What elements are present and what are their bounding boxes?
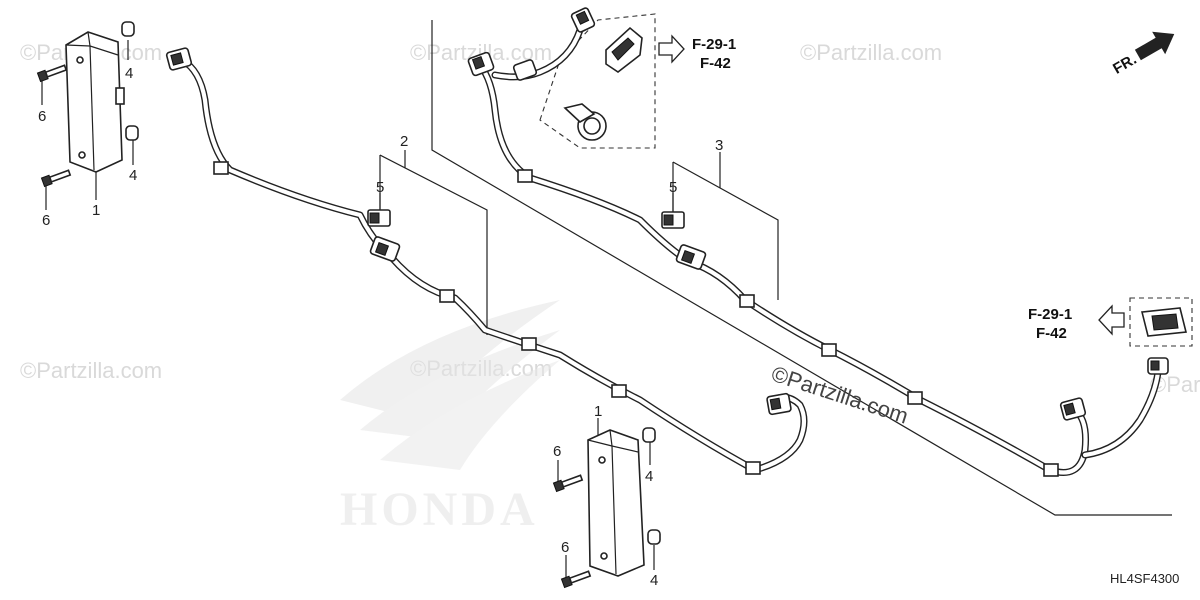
harness-clip (739, 294, 755, 308)
arrow-right-icon (658, 34, 685, 64)
logo-text: HONDA (340, 483, 539, 536)
watermark-text: ©Partzilla.com (800, 40, 942, 65)
lamp-tab (115, 87, 125, 105)
callout-4: 4 (645, 468, 653, 485)
spacer-4 (121, 21, 135, 37)
leader-lines (41, 20, 1172, 580)
callout-6: 6 (561, 539, 569, 556)
lamp-body (65, 31, 123, 173)
callout-2: 2 (400, 133, 408, 150)
ref-top-line2[interactable]: F-42 (700, 55, 731, 72)
arrow-left-icon (1098, 304, 1125, 336)
bracket-2 (379, 154, 488, 335)
reference-top[interactable]: F-29-1 F-42 (658, 34, 736, 72)
callout-4: 4 (129, 167, 137, 184)
callout-5: 5 (669, 179, 677, 196)
wiring-harness-right (467, 7, 1169, 477)
screw-6 (40, 169, 72, 188)
front-direction-indicator: FR. (1110, 31, 1175, 78)
spacer-4 (647, 529, 661, 545)
harness-clip (521, 337, 537, 351)
harness-clip (213, 161, 229, 175)
spacer-4 (125, 125, 139, 141)
watermark-layer: ©Partzilla.com ©Partzilla.com ©Partzilla… (20, 40, 1200, 397)
front-label: FR. (1110, 51, 1139, 78)
callout-6: 6 (42, 212, 50, 229)
screw-6 (560, 570, 592, 589)
diagram-code: HL4SF4300 (1110, 571, 1179, 586)
harness-clip (439, 289, 455, 303)
ref-top-line1[interactable]: F-29-1 (692, 36, 736, 53)
reference-right[interactable]: F-29-1 F-42 (1028, 304, 1125, 342)
lamp-part-1-lower (587, 429, 645, 577)
switch-subassembly-parts (1141, 307, 1187, 337)
bracket-3 (672, 161, 779, 300)
lamp-part-1-upper (65, 31, 125, 173)
screw-6 (36, 64, 68, 83)
harness-clip (745, 461, 761, 475)
spacers-4 (121, 21, 661, 545)
harness-clip (517, 169, 533, 183)
wiring-harness-left (165, 47, 808, 475)
spacer-4 (642, 427, 656, 443)
ref-right-line1[interactable]: F-29-1 (1028, 306, 1072, 323)
callout-5: 5 (376, 179, 384, 196)
watermark-text: ©Partzilla.com (20, 358, 162, 383)
callout-labels: 1 1 2 3 4 4 4 4 5 5 6 6 6 6 (38, 65, 723, 589)
harness-clip (907, 391, 923, 405)
callout-6: 6 (553, 443, 561, 460)
switch-subassembly-box (1129, 297, 1193, 347)
harness-3-outline-line (431, 20, 1172, 516)
harness-clip (821, 343, 837, 357)
honda-logo-watermark: HONDA (340, 300, 560, 536)
ref-right-line2[interactable]: F-42 (1036, 325, 1067, 342)
harness-clip (611, 384, 627, 398)
screws-6 (36, 64, 592, 589)
harness-3-connector-2 (512, 59, 538, 81)
callout-4: 4 (650, 572, 658, 589)
arrow-front-icon (1134, 31, 1175, 61)
harness-clip (1043, 463, 1059, 477)
callout-1: 1 (92, 202, 100, 219)
callout-3: 3 (715, 137, 723, 154)
screw-6 (552, 474, 584, 493)
callout-4: 4 (125, 65, 133, 82)
callout-6: 6 (38, 108, 46, 125)
callout-1: 1 (594, 403, 602, 420)
socket-subassembly-parts (563, 26, 643, 141)
